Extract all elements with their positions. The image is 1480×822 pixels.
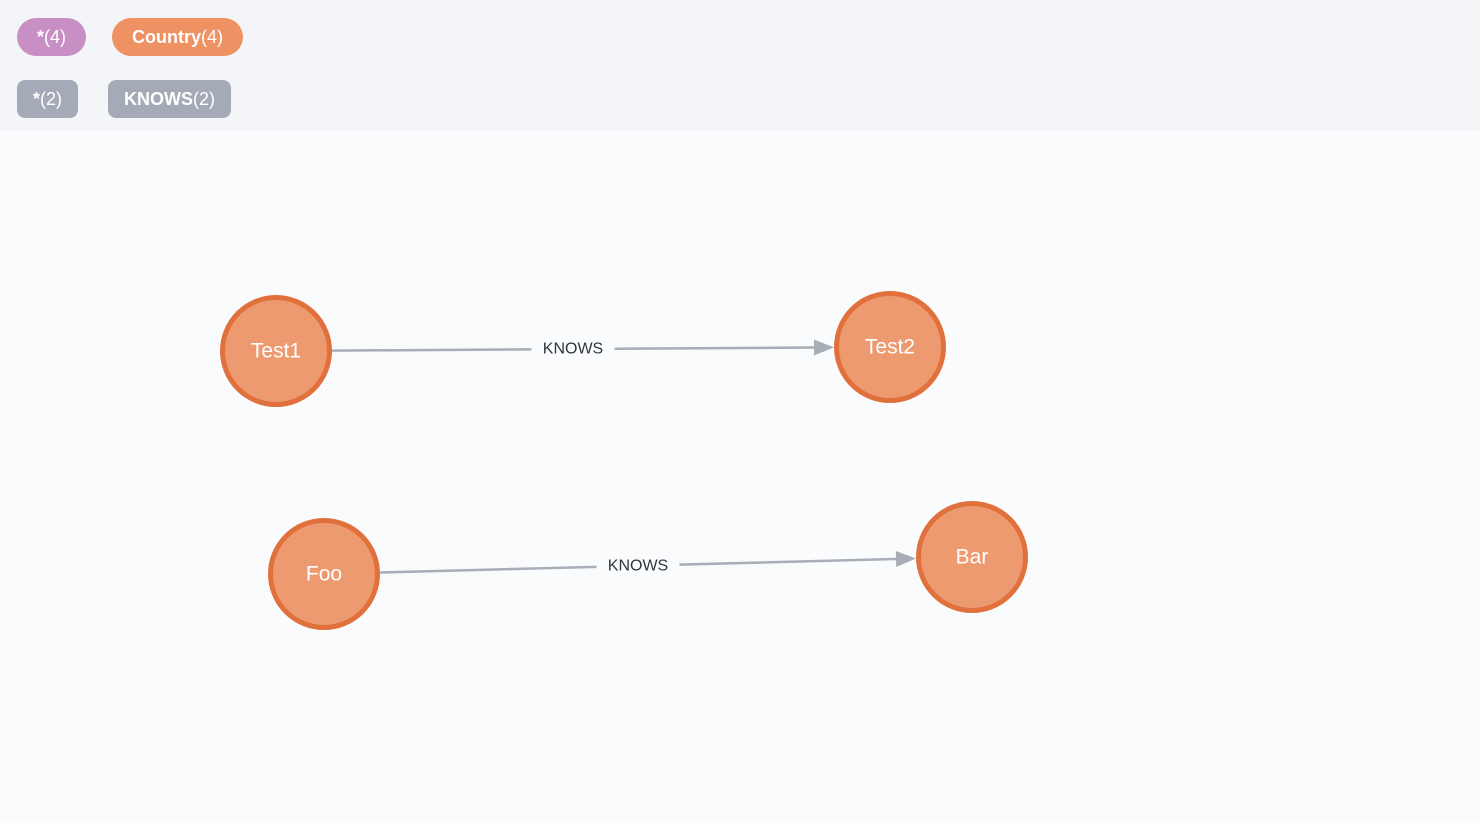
- node-caption: Test2: [865, 336, 915, 359]
- relationship-type-label: KNOWS: [543, 341, 603, 358]
- node-label-pill-row: * (4) Country (4): [17, 18, 1480, 56]
- node-label-pill-all[interactable]: * (4): [17, 18, 87, 56]
- pill-count: (4): [201, 26, 224, 47]
- relationship-type-label: KNOWS: [608, 557, 668, 574]
- relationship-arrowhead: [895, 550, 917, 567]
- node-label-pill-country[interactable]: Country (4): [112, 18, 244, 56]
- graph-node-test1[interactable]: Test1: [220, 295, 332, 407]
- node-caption: Foo: [306, 563, 342, 586]
- relationship-type-pill-knows[interactable]: KNOWS (2): [108, 80, 232, 118]
- pill-count: (2): [40, 88, 63, 109]
- graph-relationship-knows[interactable]: KNOWS: [379, 550, 917, 574]
- graph-relationship-knows[interactable]: KNOWS: [331, 339, 835, 358]
- relationship-type-pill-all[interactable]: * (2): [17, 80, 79, 118]
- pill-label: *: [37, 26, 45, 47]
- relationship-type-pill-row: * (2) KNOWS (2): [17, 80, 1480, 118]
- pill-label: Country: [132, 26, 202, 47]
- overview-filter-bar: * (4) Country (4) * (2) KNOWS (2): [0, 0, 1480, 131]
- node-caption: Test1: [251, 340, 301, 363]
- graph-node-bar[interactable]: Bar: [916, 501, 1028, 613]
- node-caption: Bar: [956, 546, 989, 569]
- graph-node-foo[interactable]: Foo: [268, 518, 380, 630]
- graph-node-test2[interactable]: Test2: [834, 291, 946, 403]
- pill-count: (2): [193, 88, 216, 109]
- pill-label: KNOWS: [124, 88, 194, 109]
- pill-count: (4): [44, 26, 67, 47]
- relationship-arrowhead: [813, 339, 835, 356]
- pill-label: *: [33, 88, 41, 109]
